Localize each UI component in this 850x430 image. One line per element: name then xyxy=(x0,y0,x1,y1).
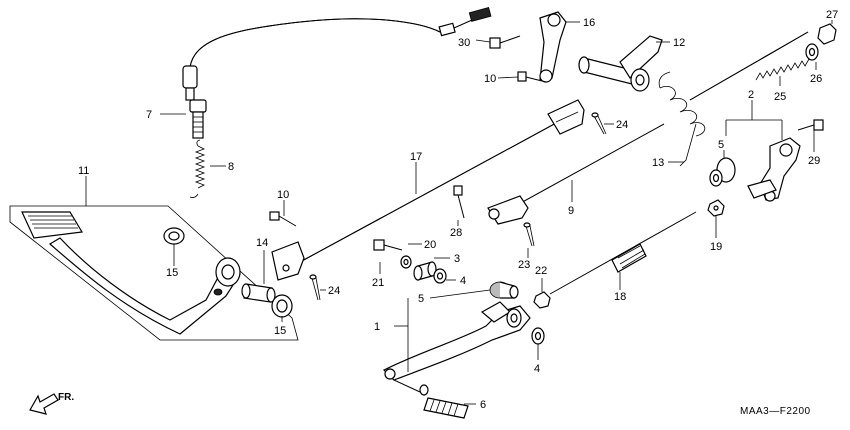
part-16-arm xyxy=(539,11,567,83)
label-11: 11 xyxy=(78,165,89,177)
part-3-collar xyxy=(413,261,437,281)
part-labels: 7 8 11 15 14 15 10 24 17 30 10 16 12 24 … xyxy=(78,9,838,411)
part-15-collar-lower xyxy=(271,294,293,318)
part-24-pin-upper xyxy=(591,112,607,135)
label-5-right: 5 xyxy=(718,139,724,151)
part-4-washer-lower xyxy=(531,327,545,345)
part-11-pedal-group xyxy=(9,205,299,341)
part-5-collar-right xyxy=(709,157,736,187)
part-6-rubber xyxy=(419,384,469,419)
label-25: 25 xyxy=(774,91,786,103)
part-10-bolt-upper xyxy=(517,71,547,83)
label-30: 30 xyxy=(458,37,470,49)
label-29: 29 xyxy=(808,155,820,167)
label-13: 13 xyxy=(652,157,664,169)
part-30-bolt xyxy=(489,35,521,49)
leader-lines xyxy=(85,20,833,405)
part-28-bolt xyxy=(453,185,465,219)
part-8-spring xyxy=(189,139,206,198)
part-17-rod xyxy=(271,99,585,281)
label-16: 16 xyxy=(583,17,595,29)
label-19: 19 xyxy=(710,241,722,253)
label-12: 12 xyxy=(673,37,685,49)
part-25-spring xyxy=(755,58,810,81)
part-29-bolt xyxy=(797,119,824,131)
label-21: 21 xyxy=(372,277,384,289)
label-9: 9 xyxy=(568,205,574,217)
label-17: 17 xyxy=(410,151,422,163)
label-10-upper: 10 xyxy=(484,73,496,85)
part-20-washer xyxy=(400,255,412,269)
label-18: 18 xyxy=(614,291,626,303)
part-13-return-spring xyxy=(658,71,706,167)
label-3: 3 xyxy=(454,253,460,265)
part-22-nut xyxy=(533,291,551,309)
part-12-shaft xyxy=(578,35,663,92)
label-2: 2 xyxy=(748,89,754,101)
label-24-lower: 24 xyxy=(328,285,340,297)
label-7: 7 xyxy=(146,109,152,121)
label-8: 8 xyxy=(228,161,234,173)
part-14-bushing xyxy=(241,283,276,303)
part-23-pin xyxy=(523,222,535,247)
part-27-nut xyxy=(817,23,837,45)
part-7-adjuster xyxy=(189,99,207,139)
label-26: 26 xyxy=(810,73,822,85)
label-15-lower: 15 xyxy=(274,325,286,337)
label-22: 22 xyxy=(535,265,547,277)
label-4-lower: 4 xyxy=(534,363,540,375)
label-5-left: 5 xyxy=(418,293,424,305)
diagram-code: MAA3—F2200 xyxy=(740,406,811,417)
label-14: 14 xyxy=(256,237,268,249)
part-21-bolt xyxy=(373,239,403,251)
label-24-upper: 24 xyxy=(616,119,628,131)
part-2-lever xyxy=(747,137,801,202)
label-1: 1 xyxy=(374,321,380,333)
label-4-upper: 4 xyxy=(460,275,466,287)
part-18-rod xyxy=(549,211,697,295)
part-15-collar-upper xyxy=(163,227,185,245)
label-10-lower: 10 xyxy=(277,189,289,201)
part-26-joint xyxy=(805,43,819,61)
part-24-pin-lower xyxy=(309,274,321,301)
part-19-nut xyxy=(707,199,725,217)
label-6: 6 xyxy=(480,399,486,411)
label-27: 27 xyxy=(826,9,838,21)
brake-cable xyxy=(182,7,492,101)
front-direction-label: FR. xyxy=(58,392,74,403)
label-15-upper: 15 xyxy=(166,267,178,279)
part-1-shift-lever xyxy=(382,301,531,393)
part-9-rod xyxy=(487,123,665,225)
part-10-bolt-lower xyxy=(269,211,297,227)
front-direction-arrow: FR. xyxy=(29,392,74,415)
upper-rod xyxy=(689,31,809,101)
label-28: 28 xyxy=(450,227,462,239)
label-20: 20 xyxy=(424,239,436,251)
label-23: 23 xyxy=(518,259,530,271)
part-4-washer-upper xyxy=(433,268,447,284)
part-5-collar-left xyxy=(489,281,519,299)
